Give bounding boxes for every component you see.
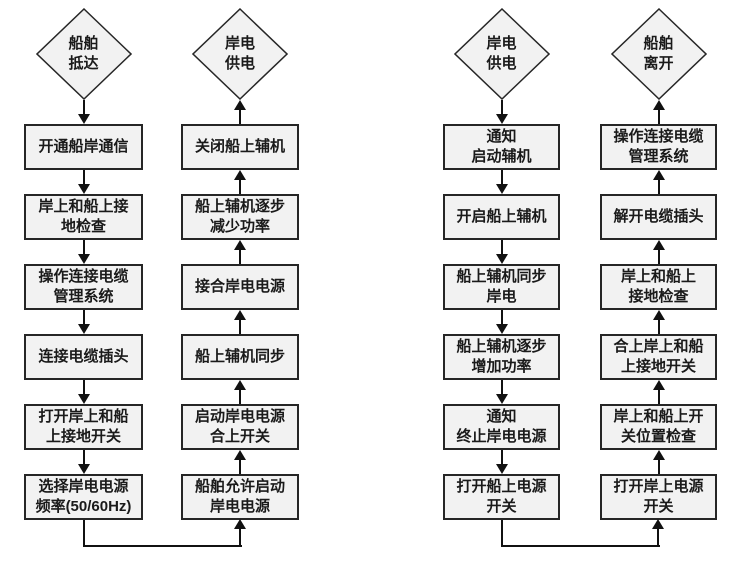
process-step: 开通船岸通信	[24, 124, 143, 170]
process-step: 开启船上辅机	[443, 194, 560, 240]
process-step: 通知 终止岸电电源	[443, 404, 560, 450]
flow-column-shore-power-start: 岸电 供电 关闭船上辅机 船上辅机逐步 减少功率 接合岸电电源 船上辅机同步 启…	[181, 8, 299, 520]
arrow-down-icon	[24, 100, 143, 124]
process-step: 接合岸电电源	[181, 264, 299, 310]
arrow-down-icon	[24, 380, 143, 404]
terminal-node-ship-departure: 船舶 离开	[610, 8, 707, 100]
terminal-label: 船舶 抵达	[68, 35, 99, 72]
elbow-connector-col3-col4	[501, 520, 660, 547]
arrow-up-icon	[181, 450, 299, 474]
diamond-shape-icon	[35, 8, 132, 100]
process-step: 船舶允许启动 岸电电源	[181, 474, 299, 520]
arrow-up-icon	[600, 450, 717, 474]
process-step: 选择岸电电源 频率(50/60Hz)	[24, 474, 143, 520]
process-step: 打开岸上电源 开关	[600, 474, 717, 520]
arrow-up-icon	[600, 310, 717, 334]
arrow-down-icon	[24, 240, 143, 264]
arrow-down-icon	[443, 380, 560, 404]
diamond-shape-icon	[610, 8, 707, 100]
terminal-label: 岸电 供电	[224, 35, 255, 72]
process-step: 船上辅机逐步 减少功率	[181, 194, 299, 240]
terminal-node-shore-power-supply: 岸电 供电	[453, 8, 550, 100]
process-step: 合上岸上和船 上接地开关	[600, 334, 717, 380]
arrow-down-icon	[24, 450, 143, 474]
arrow-down-icon	[443, 100, 560, 124]
arrow-up-icon	[181, 100, 299, 124]
elbow-riser	[657, 527, 659, 545]
process-step: 连接电缆插头	[24, 334, 143, 380]
arrow-down-icon	[24, 310, 143, 334]
terminal-node-ship-arrival: 船舶 抵达	[35, 8, 132, 100]
process-step: 船上辅机同步 岸电	[443, 264, 560, 310]
flow-column-shore-power-supply: 岸电 供电 通知 启动辅机 开启船上辅机 船上辅机同步 岸电 船上辅机逐步 增加…	[443, 8, 560, 520]
terminal-node-shore-power: 岸电 供电	[192, 8, 288, 100]
process-step: 打开船上电源 开关	[443, 474, 560, 520]
process-step: 操作连接电缆 管理系统	[24, 264, 143, 310]
elbow-connector-col1-col2	[83, 520, 242, 547]
arrow-down-icon	[443, 450, 560, 474]
arrow-up-icon	[600, 100, 717, 124]
process-step: 通知 启动辅机	[443, 124, 560, 170]
arrow-up-icon	[234, 519, 246, 529]
flow-column-ship-departure: 船舶 离开 操作连接电缆 管理系统 解开电缆插头 岸上和船上 接地检查 合上岸上…	[600, 8, 717, 520]
process-step: 操作连接电缆 管理系统	[600, 124, 717, 170]
arrow-up-icon	[600, 240, 717, 264]
arrow-up-icon	[181, 380, 299, 404]
arrow-up-icon	[181, 240, 299, 264]
arrow-up-icon	[652, 519, 664, 529]
arrow-up-icon	[181, 170, 299, 194]
diamond-shape-icon	[453, 8, 550, 100]
arrow-up-icon	[181, 310, 299, 334]
flow-column-ship-arrival: 船舶 抵达 开通船岸通信 岸上和船上接 地检查 操作连接电缆 管理系统 连接电缆…	[24, 8, 143, 520]
arrow-down-icon	[24, 170, 143, 194]
arrow-up-icon	[600, 170, 717, 194]
arrow-down-icon	[443, 170, 560, 194]
process-step: 启动岸电电源 合上开关	[181, 404, 299, 450]
process-step: 船上辅机同步	[181, 334, 299, 380]
process-step: 船上辅机逐步 增加功率	[443, 334, 560, 380]
terminal-label: 岸电 供电	[486, 35, 517, 72]
terminal-label: 船舶 离开	[643, 35, 674, 72]
elbow-riser	[239, 527, 241, 545]
arrow-down-icon	[443, 240, 560, 264]
process-step: 岸上和船上接 地检查	[24, 194, 143, 240]
arrow-up-icon	[600, 380, 717, 404]
diamond-shape-icon	[192, 8, 288, 100]
process-step: 关闭船上辅机	[181, 124, 299, 170]
process-step: 岸上和船上开 关位置检查	[600, 404, 717, 450]
process-step: 岸上和船上 接地检查	[600, 264, 717, 310]
process-step: 打开岸上和船 上接地开关	[24, 404, 143, 450]
arrow-down-icon	[443, 310, 560, 334]
process-step: 解开电缆插头	[600, 194, 717, 240]
